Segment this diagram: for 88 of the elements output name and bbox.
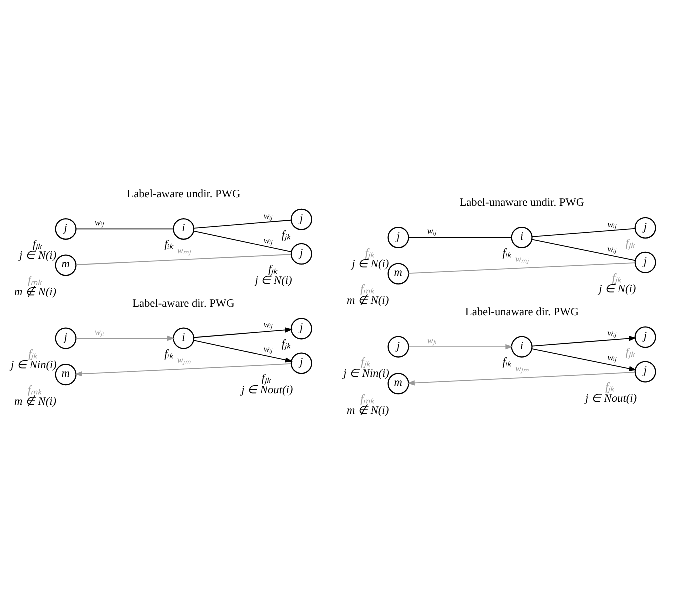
connector bbox=[76, 254, 292, 266]
node-label: j ∈ Nin(i) bbox=[11, 360, 57, 372]
node-circle: m bbox=[55, 254, 77, 276]
node-circle: i bbox=[511, 226, 533, 248]
arrow bbox=[194, 340, 293, 363]
arrow bbox=[532, 348, 637, 372]
arrow bbox=[76, 336, 175, 342]
node-label: fⱼₖ bbox=[361, 356, 370, 369]
node-circle: m bbox=[388, 263, 410, 285]
label: Label-unaware dir. PWG bbox=[465, 306, 579, 318]
connector bbox=[194, 220, 292, 229]
arrow bbox=[194, 328, 293, 338]
edge-label: wᵢⱼ bbox=[264, 320, 274, 330]
node-label: fⱼₖ bbox=[268, 264, 278, 276]
node-circle: j bbox=[634, 217, 656, 239]
node-label: fⱼₖ bbox=[282, 338, 292, 351]
node-label: fᵢₖ bbox=[502, 247, 512, 260]
node-circle: i bbox=[511, 336, 533, 358]
node-label: fₘₖ bbox=[28, 275, 42, 288]
arrow bbox=[407, 372, 636, 386]
node-label: fⱼₖ bbox=[28, 348, 38, 360]
edge-label: wᵢⱼ bbox=[608, 352, 618, 363]
edge-label: wⱼₘ bbox=[177, 354, 192, 365]
node-circle: i bbox=[173, 328, 195, 350]
edge-label: wᵢⱼ bbox=[608, 244, 618, 254]
node-label: fₘₖ bbox=[360, 284, 375, 296]
node-label: j ∈ N(i) bbox=[255, 275, 292, 288]
edge-label: wₘⱼ bbox=[516, 254, 530, 264]
node-label: j ∈ Nin(i) bbox=[344, 368, 390, 380]
connector bbox=[408, 237, 512, 238]
edge-label: wᵢⱼ bbox=[264, 235, 274, 246]
node-label: fₘₖ bbox=[28, 384, 42, 397]
node-label: fⱼₖ bbox=[626, 347, 635, 360]
node-label: j ∈ Nout(i) bbox=[586, 393, 638, 406]
node-label: fᵢₖ bbox=[164, 348, 174, 360]
node-label: fⱼₖ bbox=[612, 272, 622, 284]
edge-label: wⱼᵢ bbox=[94, 327, 104, 338]
connector bbox=[194, 230, 292, 253]
node-label: j ∈ N(i) bbox=[352, 258, 390, 271]
node-circle: j bbox=[388, 226, 410, 248]
connector bbox=[532, 228, 636, 238]
node-label: fⱼₖ bbox=[262, 373, 271, 386]
arrow bbox=[408, 344, 514, 350]
node-circle: j bbox=[634, 326, 656, 348]
node-circle: j bbox=[290, 352, 312, 374]
connector bbox=[532, 239, 636, 262]
node-label: fᵢₖ bbox=[164, 238, 174, 251]
node-circle: j bbox=[634, 361, 656, 383]
node-circle: m bbox=[388, 373, 410, 395]
node-circle: j bbox=[388, 336, 410, 358]
connector bbox=[408, 262, 636, 274]
edge-label: wᵢⱼ bbox=[608, 219, 618, 230]
edge-label: wᵢⱼ bbox=[608, 328, 618, 338]
connector bbox=[76, 228, 174, 230]
node-label: fⱼₖ bbox=[606, 382, 615, 394]
edge-label: wⱼᵢ bbox=[427, 336, 437, 346]
node-label: fⱼₖ bbox=[282, 229, 292, 242]
edge-label: wₘⱼ bbox=[177, 245, 192, 256]
node-circle: j bbox=[290, 208, 312, 230]
edge-label: wᵢⱼ bbox=[264, 344, 274, 354]
node-circle: j bbox=[290, 243, 312, 265]
node-label: m ∉ N(i) bbox=[14, 396, 57, 408]
edge-label: wᵢⱼ bbox=[94, 218, 104, 228]
node-label: m ∉ N(i) bbox=[347, 295, 390, 307]
node-circle: j bbox=[55, 328, 77, 350]
node-label: fⱼₖ bbox=[365, 247, 375, 260]
edge-label: wⱼₘ bbox=[516, 363, 530, 374]
node-label: j ∈ N(i) bbox=[599, 284, 636, 296]
node-label: m ∉ N(i) bbox=[14, 286, 57, 298]
node-label: fⱼₖ bbox=[626, 238, 635, 250]
node-label: fⱼₖ bbox=[32, 238, 42, 251]
node-circle: i bbox=[173, 218, 195, 240]
label: Label-aware undir. PWG bbox=[127, 188, 241, 200]
arrow bbox=[74, 364, 292, 377]
node-label: fᵢₖ bbox=[502, 356, 512, 369]
node-label: fₘₖ bbox=[360, 394, 375, 406]
node-circle: m bbox=[55, 364, 77, 386]
edge-label: wᵢⱼ bbox=[427, 226, 437, 236]
node-circle: j bbox=[290, 318, 312, 340]
node-circle: j bbox=[55, 218, 77, 240]
label: Label-aware dir. PWG bbox=[132, 298, 235, 310]
node-circle: j bbox=[634, 252, 656, 274]
node-label: j ∈ Nout(i) bbox=[242, 384, 294, 397]
label: Label-unaware undir. PWG bbox=[460, 196, 585, 209]
edge-label: wᵢⱼ bbox=[264, 210, 274, 221]
node-label: m ∉ N(i) bbox=[347, 404, 390, 417]
arrow bbox=[532, 336, 637, 347]
node-label: j ∈ N(i) bbox=[20, 250, 57, 262]
